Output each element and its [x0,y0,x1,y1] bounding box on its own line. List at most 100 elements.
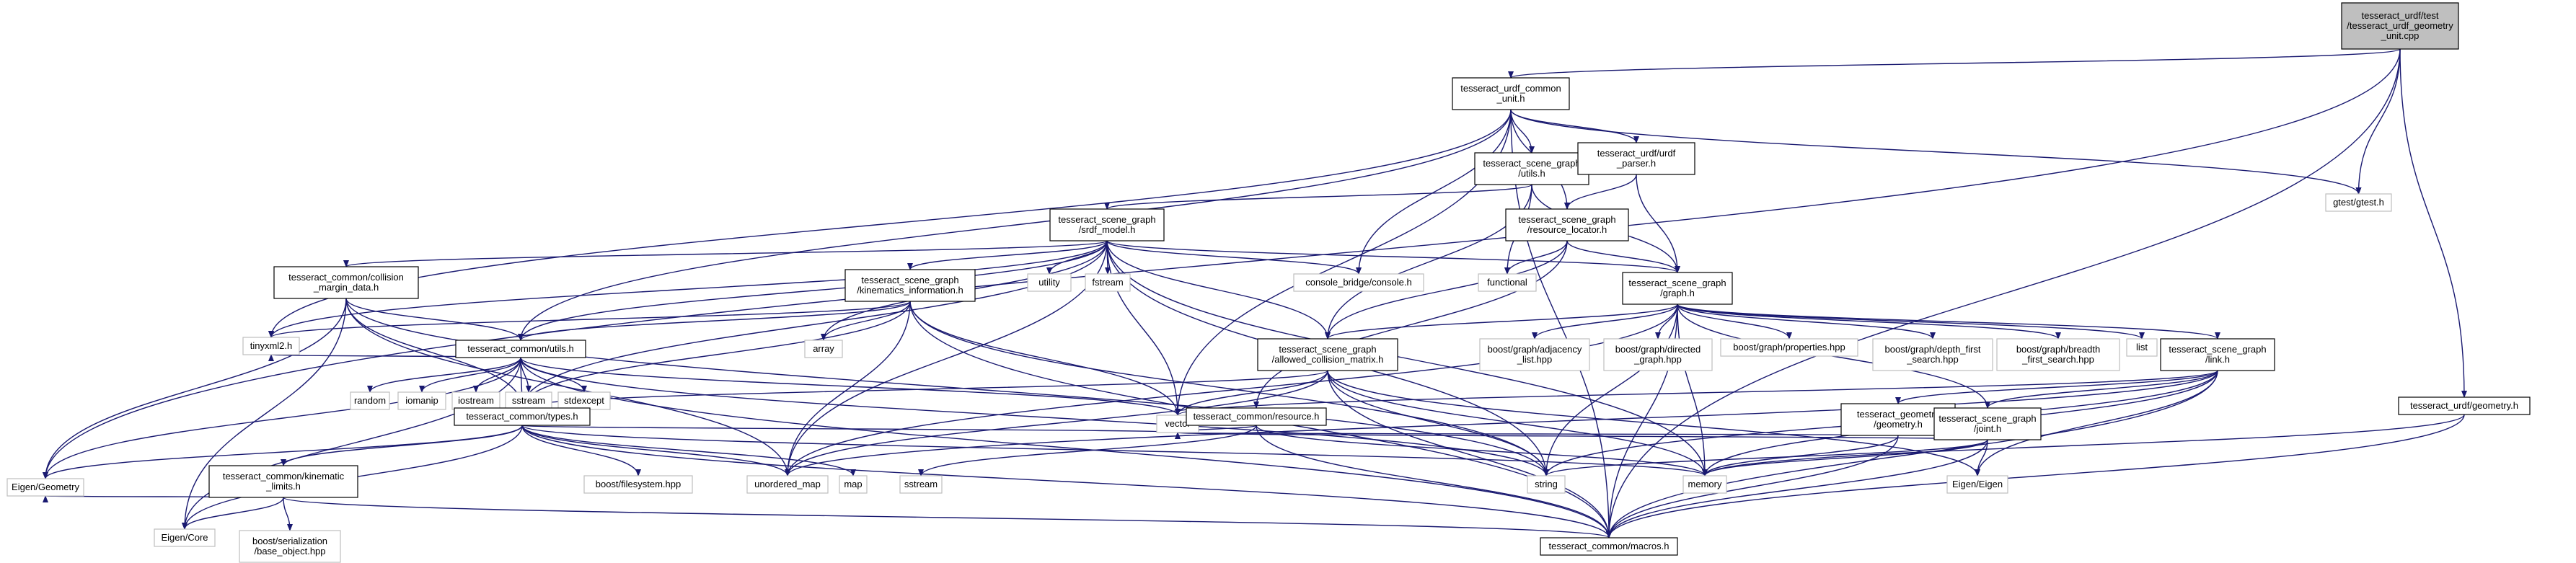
edge-resource_locator-to-graph [1566,240,1680,273]
node-box [2160,338,2275,371]
edge-joint-to-memory [1702,439,1988,476]
node-sg-utils[interactable]: tesseract_scene_graph/utils.h [1474,152,1589,185]
edge-resource_locator-to-functional [1504,240,1568,275]
node-acm[interactable]: tesseract_scene_graph/allowed_collision_… [1257,338,1398,371]
node-label: tesseract_common/types.h [466,411,578,422]
node-label: tesseract_common/utils.h [467,343,573,354]
node-label: _unit.cpp [2381,30,2420,41]
node-console-bridge: console_bridge/console.h [1293,273,1424,292]
edge-srdf_model-to-common_utils [518,240,1108,341]
node-label: console_bridge/console.h [1305,277,1411,288]
node-kinematic-limits[interactable]: tesseract_common/kinematic_limits.h [208,465,358,498]
edge-common_unit-to-urdf_parser [1510,109,1639,143]
node-box [154,528,216,547]
edge-kinematics_info-to-string [909,301,1549,476]
edge-urdf_geometry-to-memory [1702,414,2465,476]
node-label: tesseract_scene_graph [1518,214,1615,225]
edge-root-to-common_unit [1508,48,2401,79]
node-box [583,475,693,494]
edge-graph-to-properties [1677,303,1792,340]
node-memory: memory [1682,475,1727,494]
edge-acm-to-eigen_eigen [1327,370,1980,476]
edge-graph-to-unordered_map [785,303,1678,476]
node-kinematics-info[interactable]: tesseract_scene_graph/kinematics_informa… [844,269,976,302]
node-label: _parser.h [1616,158,1656,169]
edge-graph-to-link [1677,303,2220,340]
edge-common_utils-to-iomanip [419,357,521,393]
node-label: sstream [512,395,545,406]
node-fstream: fstream [1085,273,1131,292]
node-box [1478,273,1537,292]
edge-graph-to-memory [1677,303,1708,476]
node-label: tinyxml2.h [250,340,293,351]
edge-acm-to-macros [1327,370,1612,538]
node-macros[interactable]: tesseract_common/macros.h [1540,537,1678,556]
node-label: iomanip [405,395,438,406]
node-common-utils[interactable]: tesseract_common/utils.h [455,340,586,358]
node-joint[interactable]: tesseract_scene_graph/joint.h [1933,407,2042,440]
node-label: /resource_locator.h [1527,224,1607,235]
node-link[interactable]: tesseract_scene_graph/link.h [2160,338,2275,371]
edge-graph-to-directed_graph [1655,303,1678,340]
edge-graph-to-adjacency_list [1532,303,1678,340]
edge-link-to-geometry_geometry [1895,370,2218,404]
node-label: tesseract_scene_graph [1058,214,1155,225]
edge-srdf_model-to-tinyxml2 [268,240,1108,338]
edge-common_types-to-boost_filesystem [521,425,641,476]
node-directed-graph: boost/graph/directed_graph.hpp [1603,338,1713,371]
node-collision-margin[interactable]: tesseract_common/collision_margin_data.h [273,266,419,299]
node-label: tesseract_scene_graph [1938,413,2036,424]
node-common-types[interactable]: tesseract_common/types.h [454,407,591,426]
node-srdf-model[interactable]: tesseract_scene_graph/srdf_model.h [1049,208,1165,241]
edge-urdf_geometry-to-macros [1606,414,2465,538]
node-label: boost/graph/adjacency [1488,344,1582,355]
edge-srdf_model-to-vector [1106,240,1181,416]
node-label: _search.hpp [1906,354,1959,365]
node-box [242,337,300,355]
node-root[interactable]: tesseract_urdf/test/tesseract_urdf_geome… [2341,2,2459,50]
node-resource-locator[interactable]: tesseract_scene_graph/resource_locator.h [1505,208,1629,241]
node-box [1577,142,1695,175]
node-common-unit[interactable]: tesseract_urdf_common_unit.h [1452,77,1570,110]
edge-root-to-eigen_geometry [43,48,2401,479]
node-resource[interactable]: tesseract_common/resource.h [1186,407,1327,426]
node-box [1085,273,1131,292]
node-box [208,465,358,498]
node-label: _first_search.hpp [2021,354,2094,365]
node-label: boost/graph/depth_first [1885,344,1981,355]
node-label: sstream [904,479,938,489]
node-label: tesseract_urdf/test [2362,10,2439,21]
edge-kinematics_info-to-common_utils [518,301,911,341]
edge-common_types-to-eigen_geometry [43,425,523,479]
node-utility: utility [1027,273,1072,292]
edge-common_types-to-map [521,425,856,476]
node-label: /tesseract_urdf_geometry [2347,20,2453,31]
node-dfs: boost/graph/depth_first_search.hpp [1872,338,1993,371]
edge-kinematics_info-to-unordered_map [785,301,911,476]
node-label: gtest/gtest.h [2333,197,2384,208]
node-urdf-geometry[interactable]: tesseract_urdf/geometry.h [2398,396,2531,415]
node-label: /link.h [2205,354,2230,365]
node-label: /srdf_model.h [1079,224,1136,235]
edge-resource-to-sstream [918,425,1257,476]
edge-resource-to-macros [1256,425,1612,538]
node-box [1293,273,1424,292]
edge-graph-to-string [1543,303,1678,476]
edge-common_types-to-memory [521,425,1708,476]
edge-common_utils-to-eigen_core [182,357,521,530]
node-box [804,340,843,358]
edge-srdf_model-to-collision_margin [343,240,1108,267]
node-label: /utils.h [1518,168,1545,179]
edge-common_unit-to-sg_utils [1510,109,1535,154]
node-urdf-parser[interactable]: tesseract_urdf/urdf_parser.h [1577,142,1695,175]
node-box [2325,193,2392,212]
node-box [1933,407,2042,440]
node-box [1540,537,1678,556]
node-graph[interactable]: tesseract_scene_graph/graph.h [1622,272,1733,305]
node-box [350,391,390,410]
node-label: _limits.h [265,481,301,492]
node-iomanip: iomanip [397,391,446,410]
edge-srdf_model-to-common_types [519,240,1108,409]
node-label: _unit.h [1496,93,1525,104]
node-box [1186,407,1327,426]
